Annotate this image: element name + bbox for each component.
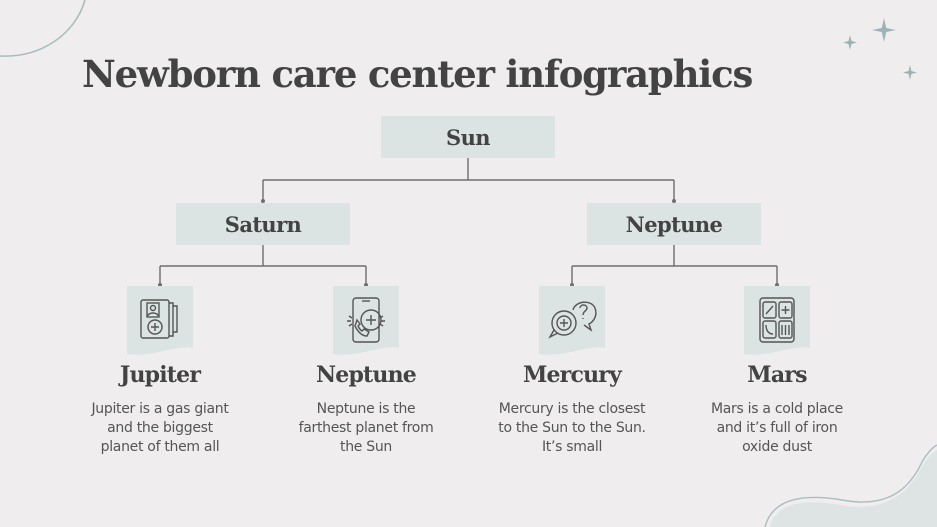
page-title: Newborn care center infographics (82, 52, 753, 96)
leaf-description: Mercury is the closest to the Sun to the… (498, 401, 646, 455)
branch-node-saturn: Saturn (176, 203, 350, 245)
root-node-sun: Sun (381, 116, 555, 158)
leaf-description: Jupiter is a gas giant and the biggest p… (91, 401, 229, 455)
leaf-title: Jupiter (119, 362, 201, 388)
leaf-description: Neptune is the farthest planet from the … (298, 401, 434, 455)
phone-call-medical-icon (333, 286, 399, 355)
leaf-title: Neptune (315, 362, 417, 388)
leaf-title: Mars (747, 362, 807, 388)
node-label: Sun (446, 124, 491, 150)
leaf-title: Mercury (522, 362, 622, 388)
medical-app-grid-icon (744, 286, 810, 355)
medical-clipboard-icon (127, 286, 193, 355)
node-label: Saturn (224, 211, 302, 237)
node-label: Neptune (625, 211, 723, 237)
medical-question-chat-icon (539, 286, 605, 355)
leaf-description: Mars is a cold place and it’s full of ir… (711, 401, 843, 455)
branch-node-neptune: Neptune (587, 203, 761, 245)
